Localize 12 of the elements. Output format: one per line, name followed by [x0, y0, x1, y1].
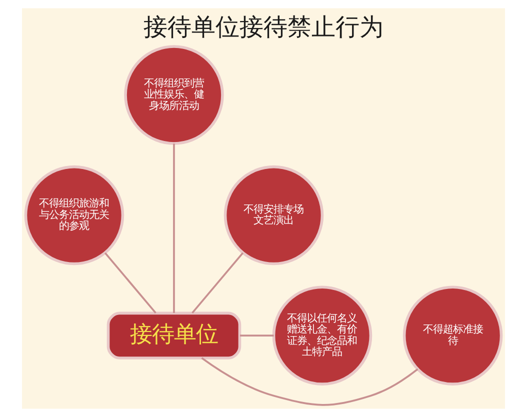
connector [192, 252, 244, 314]
connector [173, 144, 175, 314]
node-circle: 不得以任何名义赠送礼金、有价证券、纪念品和土特产品 [272, 286, 372, 386]
diagram-title: 接待单位接待禁止行为 [144, 12, 384, 42]
connector [240, 334, 274, 337]
node-circle: 不得组织旅游和与公务活动无关的参观 [24, 165, 124, 266]
connector [201, 357, 418, 406]
connector [104, 252, 156, 314]
node-box: 接待单位 [106, 312, 242, 360]
node-circle: 不得安排专场文艺演出 [224, 165, 324, 266]
node-circle: 不得超标准接待 [402, 286, 503, 386]
node-circle: 不得组织到营业性娱乐、健身场所活动 [124, 45, 224, 145]
